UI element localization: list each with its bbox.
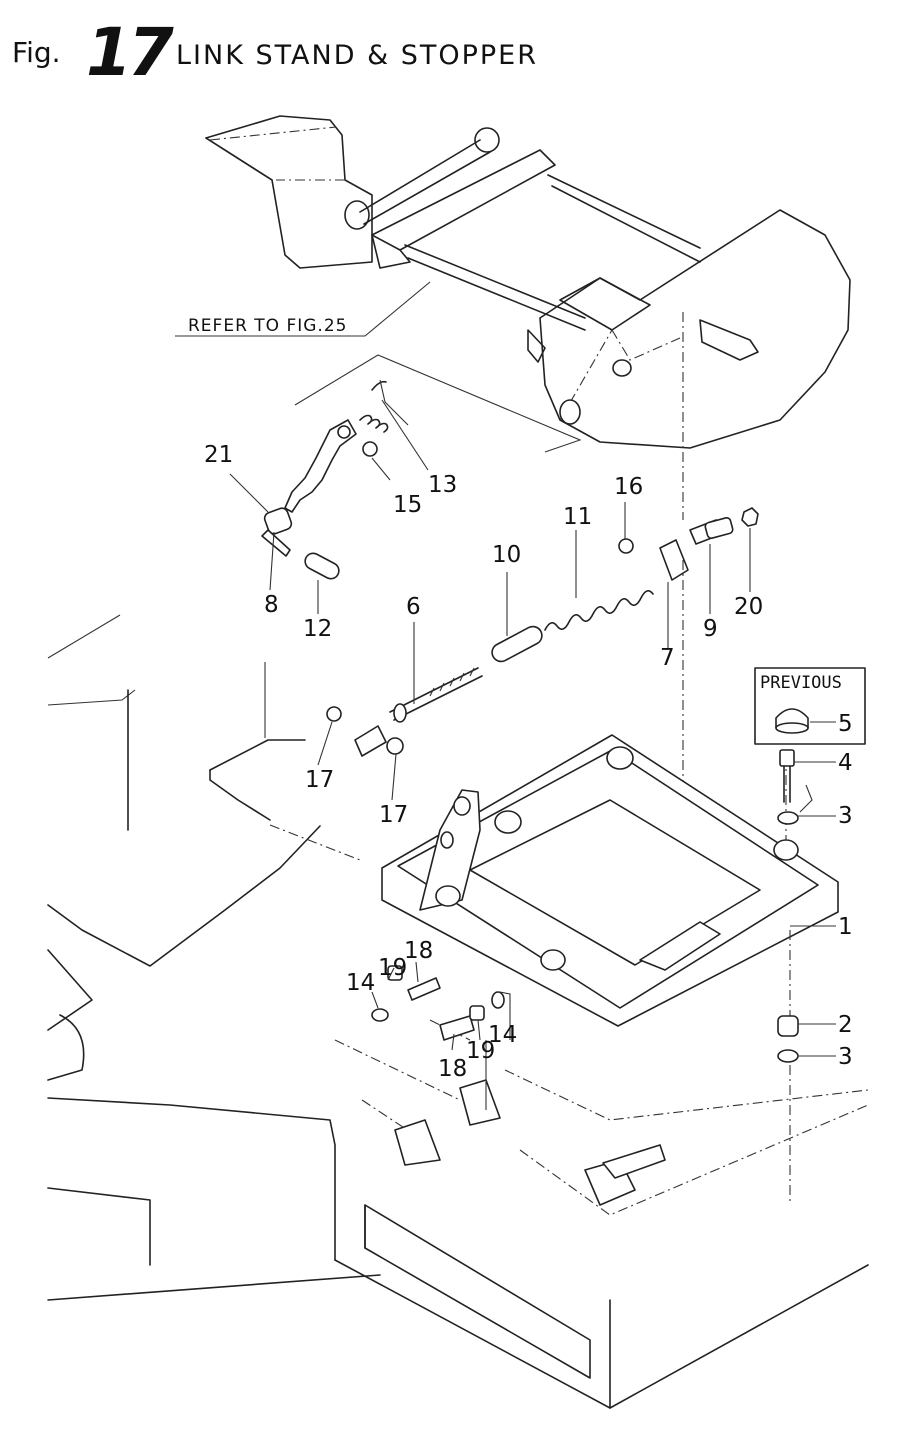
callout-19b: 19 [466,1038,495,1064]
callout-3b: 3 [838,1044,853,1070]
callout-19a: 19 [378,955,407,981]
callout-14a: 14 [346,970,375,996]
callout-17b: 17 [379,802,408,828]
callout-11: 11 [563,504,592,530]
callout-21: 21 [204,442,233,468]
callout-17a: 17 [305,767,334,793]
callout-4: 4 [838,750,853,776]
callout-5: 5 [838,711,853,737]
callout-13: 13 [428,472,457,498]
link-parts [262,312,758,850]
callout-15: 15 [393,492,422,518]
base-plate [382,735,838,1026]
callout-9: 9 [703,616,718,642]
callout-18b: 18 [438,1056,467,1082]
callout-6: 6 [406,594,421,620]
callout-3a: 3 [838,803,853,829]
callout-16: 16 [614,474,643,500]
previous-label: PREVIOUS [760,673,842,693]
callout-2: 2 [838,1012,853,1038]
callout-18a: 18 [404,938,433,964]
reference-note: REFER TO FIG.25 [188,316,347,336]
callout-12: 12 [303,616,332,642]
leader-lines [230,380,836,1110]
callout-numbers: 1 2 3 3 4 5 6 7 8 9 10 11 12 13 14 14 15… [204,442,853,1082]
lower-frame [48,615,868,1408]
callout-7: 7 [660,645,675,671]
upper-housing-assembly: REFER TO FIG.25 [175,116,850,448]
callout-20: 20 [734,594,763,620]
callout-1: 1 [838,914,853,940]
callout-10: 10 [492,542,521,568]
callout-8: 8 [264,592,279,618]
